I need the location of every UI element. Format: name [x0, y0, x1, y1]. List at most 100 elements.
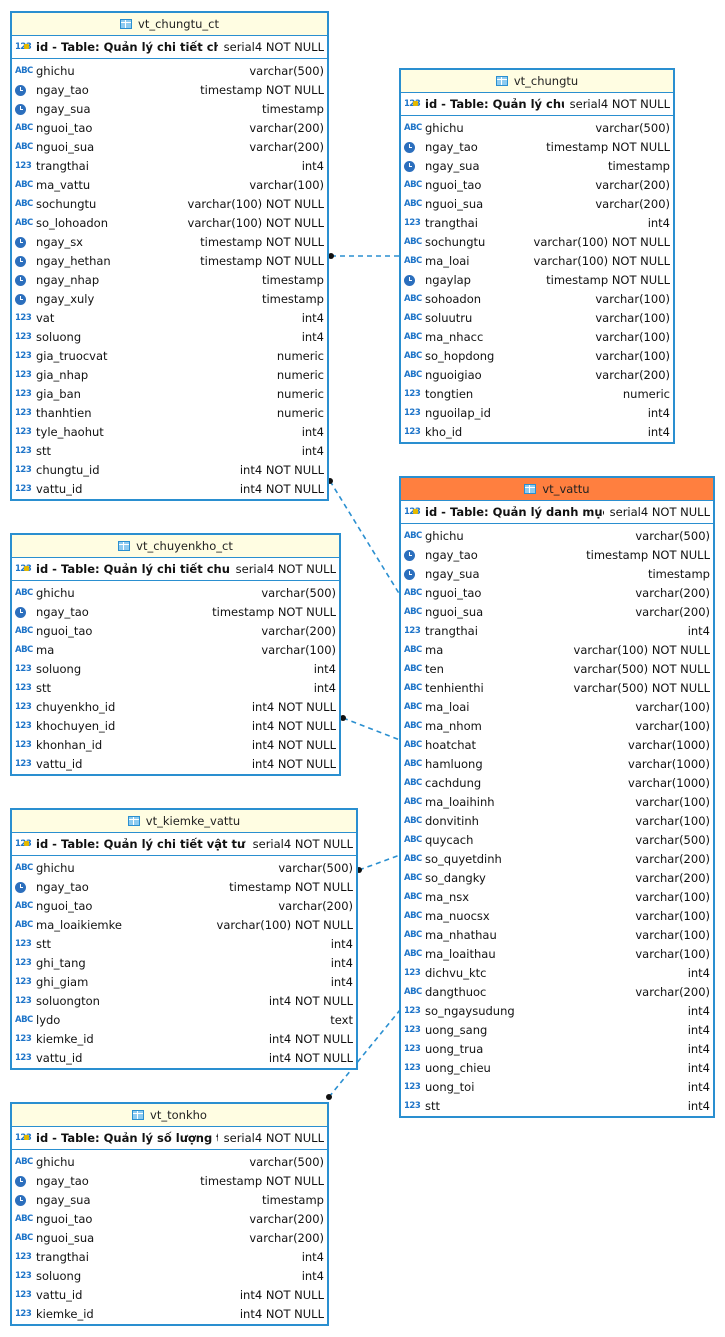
table-header[interactable]: vt_kiemke_vattu [12, 810, 356, 833]
table-header[interactable]: vt_chungtu_ct [12, 13, 327, 36]
table-header[interactable]: vt_chungtu [401, 70, 673, 93]
